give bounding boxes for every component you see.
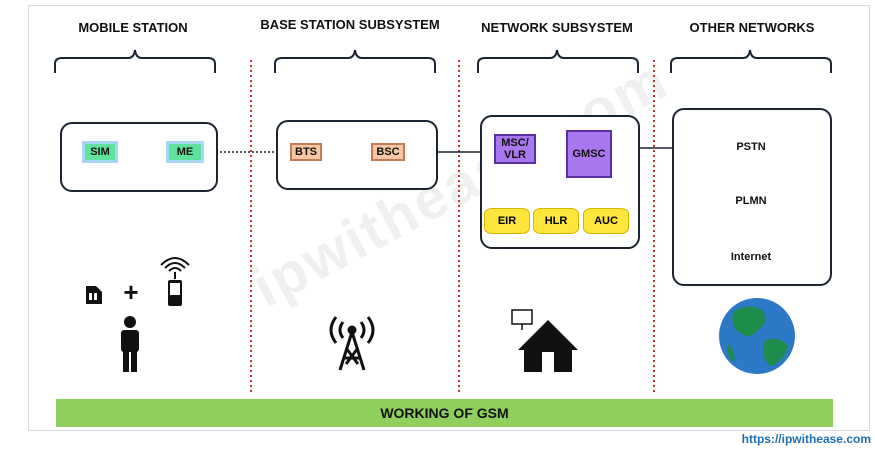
brace-bss xyxy=(274,49,436,73)
cell-tower-icon xyxy=(329,316,375,371)
header-other-networks: OTHER NETWORKS xyxy=(689,20,815,35)
plmn-label: PLMN xyxy=(735,195,767,207)
other-networks-box xyxy=(672,108,832,286)
brace-other xyxy=(670,49,832,73)
section-braces xyxy=(54,49,832,73)
msc-vlr-node: MSC/ VLR xyxy=(494,134,536,164)
header-mobile-station: MOBILE STATION xyxy=(78,20,188,35)
brace-mobile-station xyxy=(54,49,216,73)
title-banner: WORKING OF GSM xyxy=(56,399,833,427)
source-url[interactable]: https://ipwithease.com xyxy=(741,432,871,446)
header-network-subsystem: NETWORK SUBSYSTEM xyxy=(481,20,633,35)
diagram-frame xyxy=(28,5,870,431)
me-node: ME xyxy=(166,141,204,163)
bts-node: BTS xyxy=(290,143,322,161)
brace-nss xyxy=(477,49,639,73)
pstn-label: PSTN xyxy=(736,141,766,153)
globe-icon xyxy=(719,298,795,374)
hlr-database: HLR xyxy=(533,208,579,234)
msc-label: MSC/ xyxy=(501,137,529,149)
header-base-station-subsystem: BASE STATION SUBSYSTEM xyxy=(260,17,440,32)
sim-card-icon xyxy=(86,286,102,304)
vlr-label: VLR xyxy=(504,149,526,161)
plus-sign: + xyxy=(123,276,139,307)
section-dividers xyxy=(250,60,655,392)
bsc-node: BSC xyxy=(371,143,405,161)
auc-database: AUC xyxy=(583,208,629,234)
eir-database: EIR xyxy=(484,208,530,234)
house-icon xyxy=(511,309,578,372)
internet-label: Internet xyxy=(730,251,772,263)
gmsc-node: GMSC xyxy=(566,130,612,178)
mobile-phone-icon xyxy=(160,257,190,306)
sim-node: SIM xyxy=(82,141,118,163)
person-icon xyxy=(121,316,139,372)
